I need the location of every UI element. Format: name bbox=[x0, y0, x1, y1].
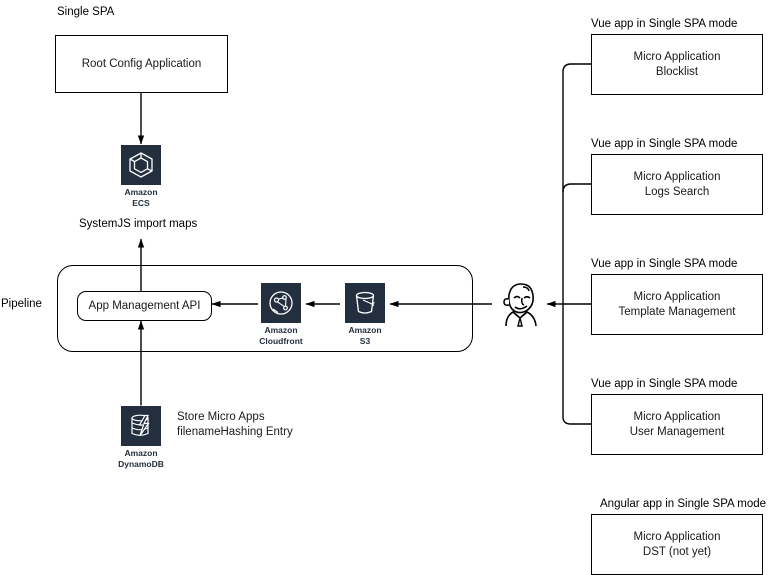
microapp-bus-elbow-logs-search bbox=[562, 183, 591, 193]
microapp-template-management-title: Micro Application bbox=[633, 290, 721, 303]
microapp-logs-search-title: Micro Application bbox=[633, 170, 721, 183]
microapp-logs-search-subtitle: Logs Search bbox=[644, 185, 710, 198]
dynamodb-note-line1: Store Micro Apps bbox=[177, 411, 265, 423]
user-person-icon bbox=[493, 278, 545, 335]
microapp-box-logs-search[interactable]: Micro Application Logs Search bbox=[591, 154, 763, 215]
amazon-s3-icon-group: Amazon S3 bbox=[345, 283, 385, 346]
microapp-bus-elbow-blocklist bbox=[562, 63, 591, 73]
microapp-box-logs-search-text: Micro Application Logs Search bbox=[634, 170, 721, 200]
microapp-caption-dst: Angular app in Single SPA mode bbox=[600, 498, 767, 510]
root-config-application-box[interactable]: Root Config Application bbox=[55, 35, 228, 93]
microapp-bus-elbow-user-management bbox=[562, 416, 591, 425]
amazon-s3-icon bbox=[345, 283, 385, 323]
amazon-ecs-icon-group: Amazon ECS bbox=[121, 145, 161, 208]
amazon-s3-caption-line1: Amazon bbox=[348, 325, 382, 335]
systemjs-import-maps-label: SystemJS import maps bbox=[79, 218, 198, 230]
amazon-dynamodb-icon-group: Amazon DynamoDB bbox=[118, 406, 164, 469]
microapp-box-dst-text: Micro Application DST (not yet) bbox=[634, 530, 721, 560]
pipeline-container bbox=[57, 265, 473, 352]
amazon-cloudfront-caption-line1: Amazon bbox=[264, 325, 298, 335]
amazon-cloudfront-icon bbox=[261, 283, 301, 323]
amazon-cloudfront-caption: Amazon Cloudfront bbox=[249, 325, 313, 346]
pipeline-label: Pipeline bbox=[1, 298, 42, 310]
microapp-user-management-title: Micro Application bbox=[633, 410, 721, 423]
amazon-dynamodb-caption-line1: Amazon bbox=[124, 448, 158, 458]
microapp-box-user-management[interactable]: Micro Application User Management bbox=[591, 394, 763, 455]
amazon-ecs-caption-line1: Amazon bbox=[124, 187, 158, 197]
microapp-template-management-subtitle: Template Management bbox=[618, 305, 736, 318]
microapp-user-management-subtitle: User Management bbox=[629, 425, 725, 438]
microapp-box-template-management[interactable]: Micro Application Template Management bbox=[591, 274, 763, 335]
microapp-caption-user-management: Vue app in Single SPA mode bbox=[591, 378, 738, 390]
amazon-s3-caption: Amazon S3 bbox=[333, 325, 397, 346]
microapp-caption-template-management: Vue app in Single SPA mode bbox=[591, 258, 738, 270]
amazon-ecs-icon bbox=[121, 145, 161, 185]
app-management-api-box[interactable]: App Management API bbox=[77, 291, 212, 321]
microapp-dst-subtitle: DST (not yet) bbox=[642, 545, 712, 558]
dynamodb-note: Store Micro Apps filenameHashing Entry bbox=[177, 410, 293, 440]
amazon-ecs-caption-line2: ECS bbox=[132, 197, 150, 208]
single-spa-label: Single SPA bbox=[57, 6, 115, 18]
microapp-dst-title: Micro Application bbox=[633, 530, 721, 543]
microapp-box-template-management-text: Micro Application Template Management bbox=[619, 290, 736, 320]
microapp-box-blocklist[interactable]: Micro Application Blocklist bbox=[591, 34, 763, 95]
microapp-blocklist-subtitle: Blocklist bbox=[655, 65, 699, 78]
amazon-dynamodb-caption-line2: DynamoDB bbox=[118, 458, 164, 469]
amazon-s3-caption-line2: S3 bbox=[359, 335, 371, 346]
amazon-dynamodb-caption: Amazon DynamoDB bbox=[109, 448, 173, 469]
amazon-dynamodb-icon bbox=[121, 406, 161, 446]
amazon-cloudfront-caption-line2: Cloudfront bbox=[259, 335, 303, 346]
microapp-box-user-management-text: Micro Application User Management bbox=[630, 410, 725, 440]
microapp-caption-blocklist: Vue app in Single SPA mode bbox=[591, 18, 738, 30]
microapp-box-dst[interactable]: Micro Application DST (not yet) bbox=[591, 514, 763, 575]
amazon-cloudfront-icon-group: Amazon Cloudfront bbox=[259, 283, 303, 346]
dynamodb-note-line2: filenameHashing Entry bbox=[177, 426, 293, 438]
microapp-blocklist-title: Micro Application bbox=[633, 50, 721, 63]
microapp-box-blocklist-text: Micro Application Blocklist bbox=[634, 50, 721, 80]
microapp-caption-logs-search: Vue app in Single SPA mode bbox=[591, 138, 738, 150]
amazon-ecs-caption: Amazon ECS bbox=[109, 187, 173, 208]
